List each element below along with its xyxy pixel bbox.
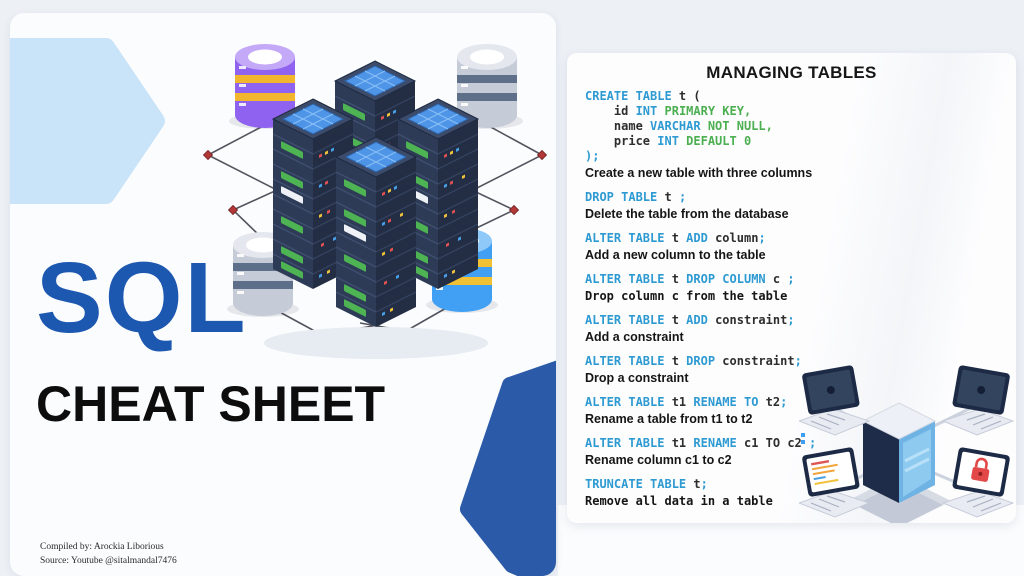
code-snippet: CREATE TABLE t ( id INT PRIMARY KEY, nam…: [585, 89, 955, 181]
code-description: Drop column c from the table: [585, 289, 788, 303]
code-snippet: DROP TABLE t ; Delete the table from the …: [585, 190, 955, 222]
laptop-dark-icon: [799, 365, 871, 436]
laptop-padlock-icon: [941, 447, 1014, 518]
code-description: Delete the table from the database: [585, 207, 789, 221]
laptop-dark-icon: [941, 365, 1014, 436]
padlock-icon: [971, 457, 990, 482]
code-line: name VARCHAR NOT NULL,: [585, 119, 773, 133]
laptop-document-icon: [799, 447, 871, 518]
code-snippet: ALTER TABLE t ADD column; Add a new colum…: [585, 231, 955, 263]
server-rack-cluster-icon: [264, 60, 488, 359]
code-line: );: [585, 149, 600, 163]
code-line: TRUNCATE TABLE t;: [585, 477, 708, 491]
code-line: ALTER TABLE t1 RENAME TO t2;: [585, 395, 788, 409]
code-description: Rename column c1 to c2: [585, 453, 732, 467]
code-line: DROP TABLE t ;: [585, 190, 687, 204]
database-network-illustration: [10, 38, 556, 576]
code-line: CREATE TABLE t (: [585, 89, 701, 103]
hexagon-light-icon: [10, 38, 165, 204]
code-line: id INT PRIMARY KEY,: [585, 104, 752, 118]
panel-title: MANAGING TABLES: [706, 63, 877, 82]
code-snippet: ALTER TABLE t DROP constraint; Drop a con…: [585, 354, 955, 386]
code-snippet: ALTER TABLE t ADD constraint; Add a const…: [585, 313, 955, 345]
left-panel: SQL CHEAT SHEET Compiled by: Arockia Lib…: [10, 13, 556, 576]
secure-network-illustration: [799, 365, 1014, 523]
network-node-icons: [202, 149, 548, 216]
dot-icon: [801, 440, 805, 444]
code-description: Add a constraint: [585, 330, 684, 344]
code-description: Create a new table with three columns: [585, 166, 813, 180]
code-line: ALTER TABLE t1 RENAME c1 TO c2 ;: [585, 436, 817, 450]
code-snippet: TRUNCATE TABLE t; Remove all data in a ta…: [585, 477, 955, 509]
credits: Compiled by: Arockia Liborious Source: Y…: [40, 540, 177, 569]
code-description: Add a new column to the table: [585, 248, 766, 262]
poster-title: SQL: [36, 242, 248, 354]
dot-icon: [801, 433, 805, 437]
code-line: price INT DEFAULT 0: [585, 134, 752, 148]
code-line: ALTER TABLE t DROP COLUMN c ;: [585, 272, 795, 286]
credit-source: Source: Youtube @sitalmandal7476: [40, 556, 177, 567]
code-snippet: ALTER TABLE t1 RENAME TO t2; Rename a tab…: [585, 395, 955, 427]
code-list: CREATE TABLE t ( id INT PRIMARY KEY, nam…: [585, 89, 955, 518]
code-description: Rename a table from t1 to t2: [585, 412, 753, 426]
code-line: ALTER TABLE t ADD column;: [585, 231, 766, 245]
server-tower-icon: [847, 402, 951, 523]
credit-compiled-by: Compiled by: Arockia Liborious: [40, 542, 164, 552]
code-line: ALTER TABLE t ADD constraint;: [585, 313, 795, 327]
managing-tables-panel: MANAGING TABLES CREATE TABLE t ( id INT …: [567, 53, 1016, 523]
code-line: ALTER TABLE t DROP constraint;: [585, 354, 802, 368]
code-description: Remove all data in a table: [585, 494, 773, 508]
hexagon-dark-icon: [460, 360, 556, 576]
poster-subtitle: CHEAT SHEET: [36, 376, 386, 432]
code-snippet: ALTER TABLE t1 RENAME c1 TO c2 ; Rename c…: [585, 436, 955, 468]
code-snippet: ALTER TABLE t DROP COLUMN c ; Drop column…: [585, 272, 955, 304]
code-description: Drop a constraint: [585, 371, 689, 385]
